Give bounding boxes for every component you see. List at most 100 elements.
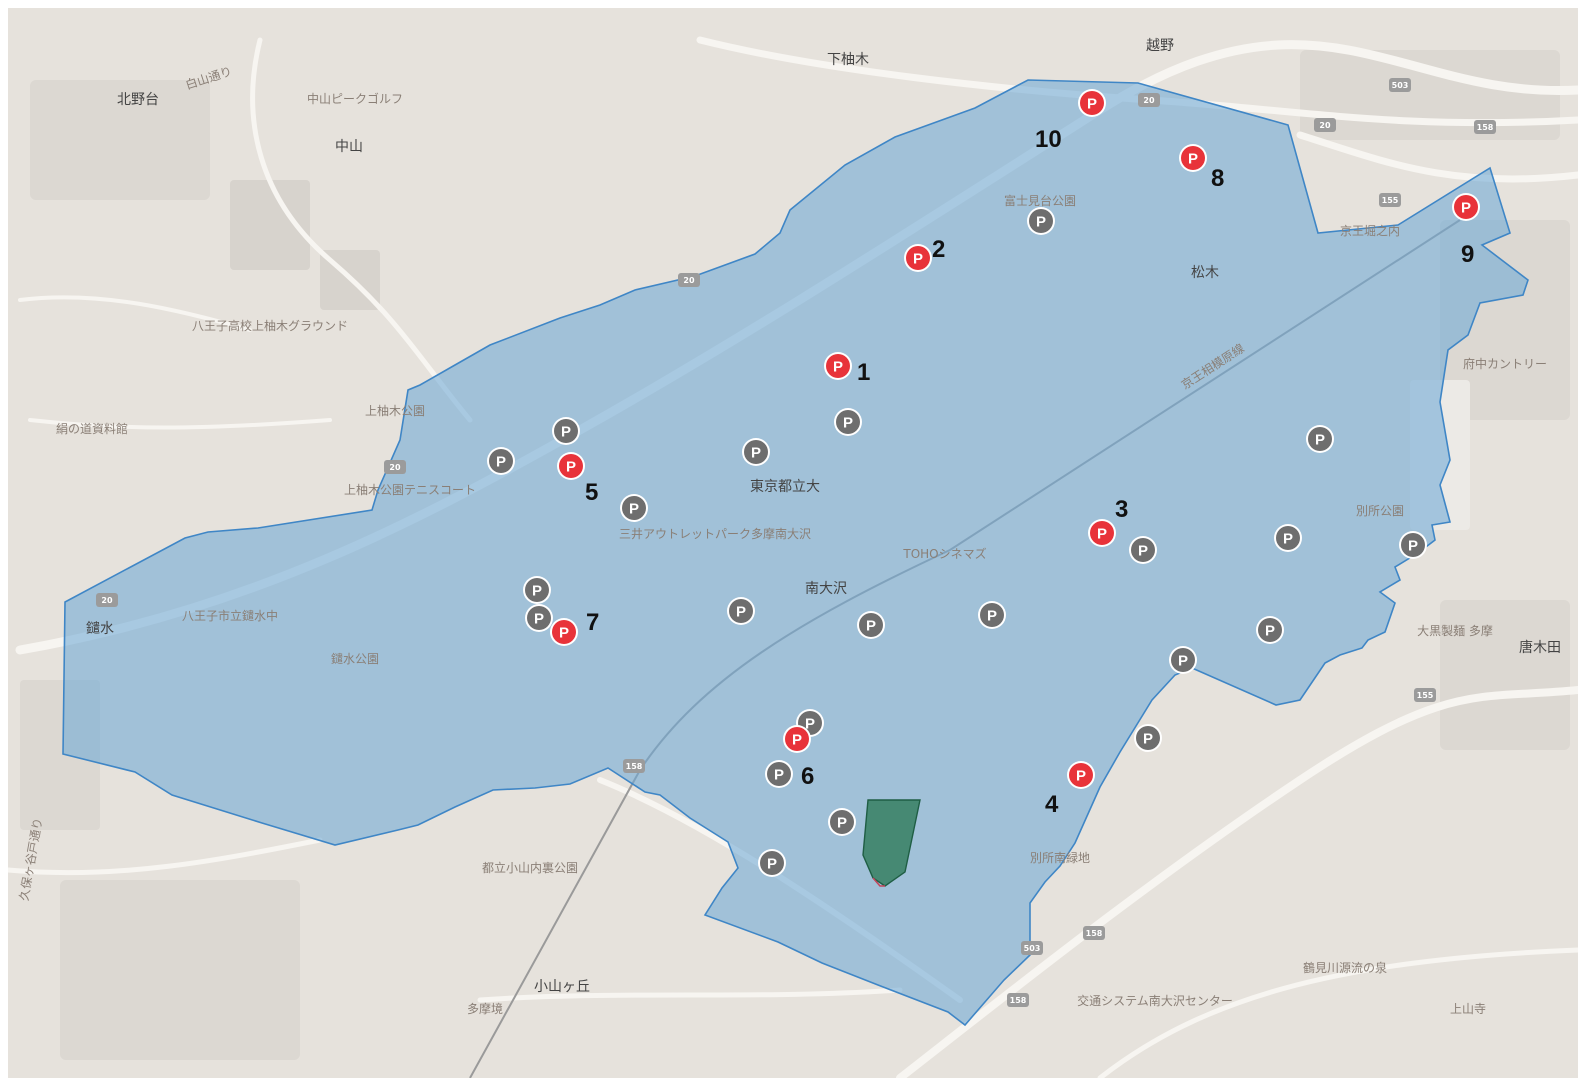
place-label-keio-horinouchi: 京王堀之内 [1340,223,1400,238]
place-label-karakida: 唐木田 [1519,639,1561,656]
place-label-ribbon: 別所公園 [1356,504,1404,518]
road-shield-r158-d: 158 [1474,120,1496,134]
road-shield-badge [623,759,645,773]
gray-parking-marker-7[interactable]: P [523,576,551,604]
gray-parking-marker-9[interactable]: P [727,597,755,625]
parking-icon [1276,526,1300,550]
parking-p-glyph: P [566,459,576,476]
parking-icon [744,440,768,464]
gray-parking-marker-11[interactable]: P [978,601,1006,629]
gray-parking-marker-5[interactable]: P [487,447,515,475]
place-label-tamasakai: 多摩境 [467,1001,503,1016]
red-parking-marker-7[interactable]: P [550,618,578,646]
red-parking-marker-6[interactable]: P [783,725,811,753]
parking-number-label-10: 10 [1035,126,1062,153]
place-label-daitoku: 大黒製麺 多摩 [1417,623,1493,638]
gray-parking-marker-8[interactable]: P [525,604,553,632]
road-shield-number: 20 [1319,121,1331,130]
road-shield-r503-a: 503 [1389,78,1411,92]
road-shield-number: 20 [1143,96,1155,105]
parking-icon [826,354,850,378]
gray-parking-marker-21[interactable]: P [828,808,856,836]
parking-p-glyph: P [1315,432,1325,449]
red-parking-marker-2[interactable]: P [904,244,932,272]
red-parking-marker-1[interactable]: P [824,352,852,380]
gray-parking-marker-10[interactable]: P [857,611,885,639]
parking-icon [489,449,513,473]
road-shield-badge [1314,118,1336,132]
gray-parking-marker-4[interactable]: P [552,417,580,445]
gray-parking-marker-15[interactable]: P [1399,531,1427,559]
place-label-toho-cinema: TOHOシネマズ [902,546,986,561]
place-label-fuchu-country: 府中カントリー [1463,356,1547,371]
parking-icon [559,454,583,478]
map-view[interactable]: 下柚木越野北野台白山通り中山松木鑓水東京都立大南大沢小山ヶ丘多摩境唐木田京王相模… [8,8,1578,1078]
parking-icon [1308,427,1332,451]
road-shield-r20-c: 20 [384,460,406,474]
parking-number-label-6: 6 [801,763,814,790]
gray-parking-marker-22[interactable]: P [758,849,786,877]
parking-number-label-3: 3 [1115,496,1128,523]
red-parking-marker-5[interactable]: P [557,452,585,480]
red-parking-marker-4[interactable]: P [1067,761,1095,789]
road-shield-number: 158 [1010,996,1027,1005]
parking-p-glyph: P [833,359,843,376]
place-label-yarimizu-park: 鑓水公園 [331,651,379,666]
parking-p-glyph: P [1461,200,1471,217]
parking-number-label-1: 1 [857,359,870,386]
parking-p-glyph: P [561,424,571,441]
parking-icon [767,762,791,786]
parking-number-label-5: 5 [585,479,598,506]
parking-icon [859,613,883,637]
parking-p-glyph: P [1283,531,1293,548]
red-parking-marker-8[interactable]: P [1179,144,1207,172]
gray-parking-marker-1[interactable]: P [1027,207,1055,235]
red-parking-marker-10[interactable]: P [1078,89,1106,117]
parking-number-label-9: 9 [1461,241,1474,268]
place-label-hachioji-yarimizu-jhs: 八王子市立鑓水中 [182,608,278,623]
gray-parking-marker-13[interactable]: P [1306,425,1334,453]
parking-icon [1171,648,1195,672]
parking-icon [1080,91,1104,115]
road-shield-badge [678,273,700,287]
road-shield-badge [1379,193,1401,207]
place-label-fujimi-park: 富士見台公園 [1004,193,1076,208]
parking-p-glyph: P [1408,538,1418,555]
gray-parking-marker-18[interactable]: P [1134,724,1162,752]
gray-parking-marker-3[interactable]: P [742,438,770,466]
gray-parking-marker-12[interactable]: P [1129,536,1157,564]
parking-p-glyph: P [1178,653,1188,670]
parking-icon [785,727,809,751]
place-label-koshino: 越野 [1146,38,1174,54]
road-shield-badge [1138,93,1160,107]
service-area-polygon[interactable] [62,79,1529,1027]
parking-p-glyph: P [805,716,815,733]
parking-icon [554,419,578,443]
place-label-silk-road: 絹の道資料館 [56,421,128,436]
gray-parking-marker-14[interactable]: P [1274,524,1302,552]
gray-parking-marker-2[interactable]: P [834,408,862,436]
gray-parking-marker-20[interactable]: P [765,760,793,788]
gray-parking-marker-6[interactable]: P [620,494,648,522]
gray-parking-marker-17[interactable]: P [1169,646,1197,674]
map-canvas[interactable]: 下柚木越野北野台白山通り中山松木鑓水東京都立大南大沢小山ヶ丘多摩境唐木田京王相模… [8,8,1578,1078]
road-shield-r158-a: 158 [623,759,645,773]
gray-parking-marker-16[interactable]: P [1256,616,1284,644]
red-parking-marker-9[interactable]: P [1452,193,1480,221]
parking-number-label-7: 7 [586,609,599,636]
place-label-matsugi: 松木 [1191,265,1219,281]
parking-icon [1454,195,1478,219]
parking-number-label-4: 4 [1045,791,1059,818]
road-shield-number: 20 [389,463,401,472]
highlight-site-edge [872,877,885,887]
parking-p-glyph: P [1265,623,1275,640]
road-shield-number: 20 [101,596,113,605]
road-shield-badge [1021,941,1043,955]
parking-p-glyph: P [559,625,569,642]
road-shield-number: 503 [1392,81,1409,90]
road-shield-badge [1083,926,1105,940]
red-parking-marker-3[interactable]: P [1088,519,1116,547]
place-label-nakayama-golf: 中山ピークゴルフ [307,91,403,106]
